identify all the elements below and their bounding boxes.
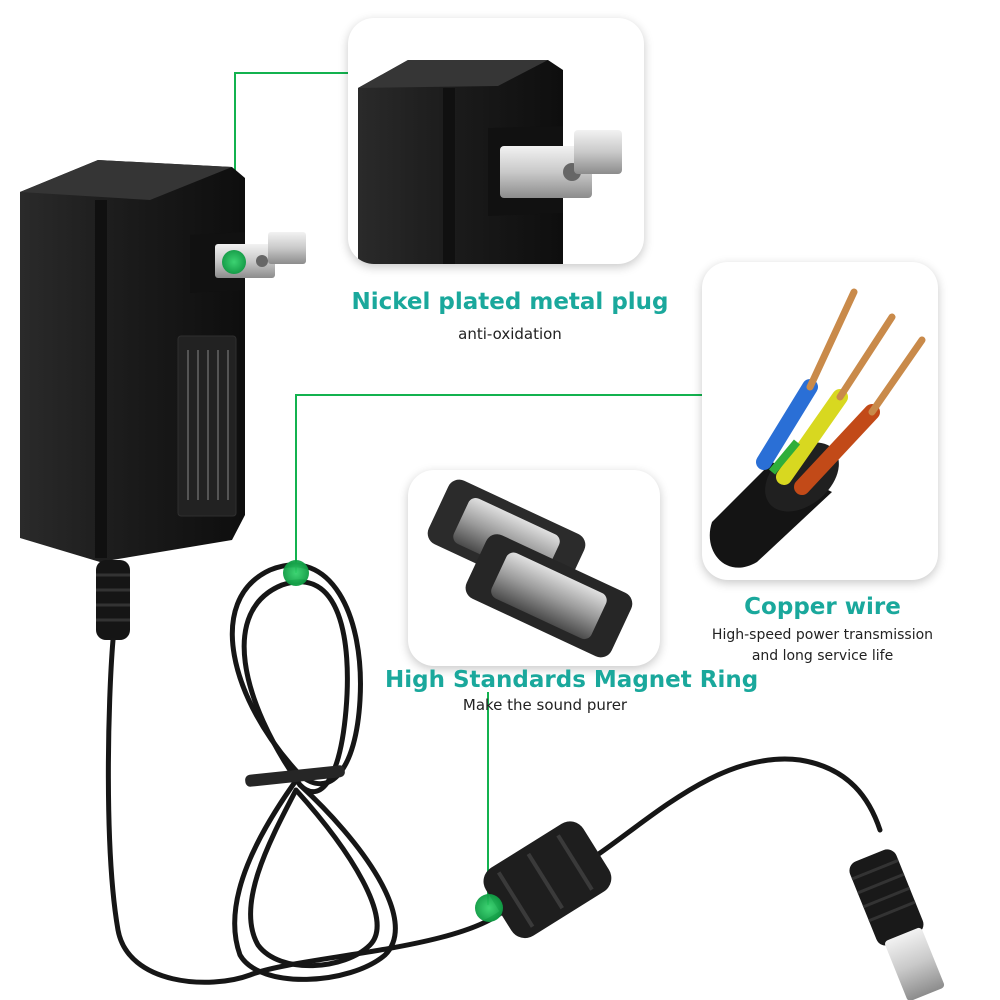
plug-closeup-image [358, 60, 622, 264]
ring-feature-subtitle: Make the sound purer [462, 696, 628, 714]
wire-feature-subtitle-1: High-speed power transmission [711, 627, 934, 643]
strain-relief [96, 560, 130, 640]
wire-detail-card [702, 262, 938, 580]
adapter-body [20, 160, 245, 562]
copper-wire-image [709, 288, 926, 568]
cable-tie [245, 765, 345, 787]
wire-feature-title: Copper wire [744, 594, 901, 620]
ring-feature-title: High Standards Magnet Ring [385, 667, 759, 693]
ferrite-bead [483, 821, 612, 939]
plug-feature-title: Nickel plated metal plug [351, 289, 669, 315]
dc-plug [849, 849, 945, 1000]
ring-detail-card [408, 470, 660, 666]
highlight-dots [222, 250, 503, 922]
magnet-ring-image [427, 479, 633, 658]
wire-feature-subtitle-2: and long service life [751, 648, 894, 664]
plug-feature-subtitle: anti-oxidation [458, 325, 562, 343]
plug-detail-card [348, 18, 644, 264]
